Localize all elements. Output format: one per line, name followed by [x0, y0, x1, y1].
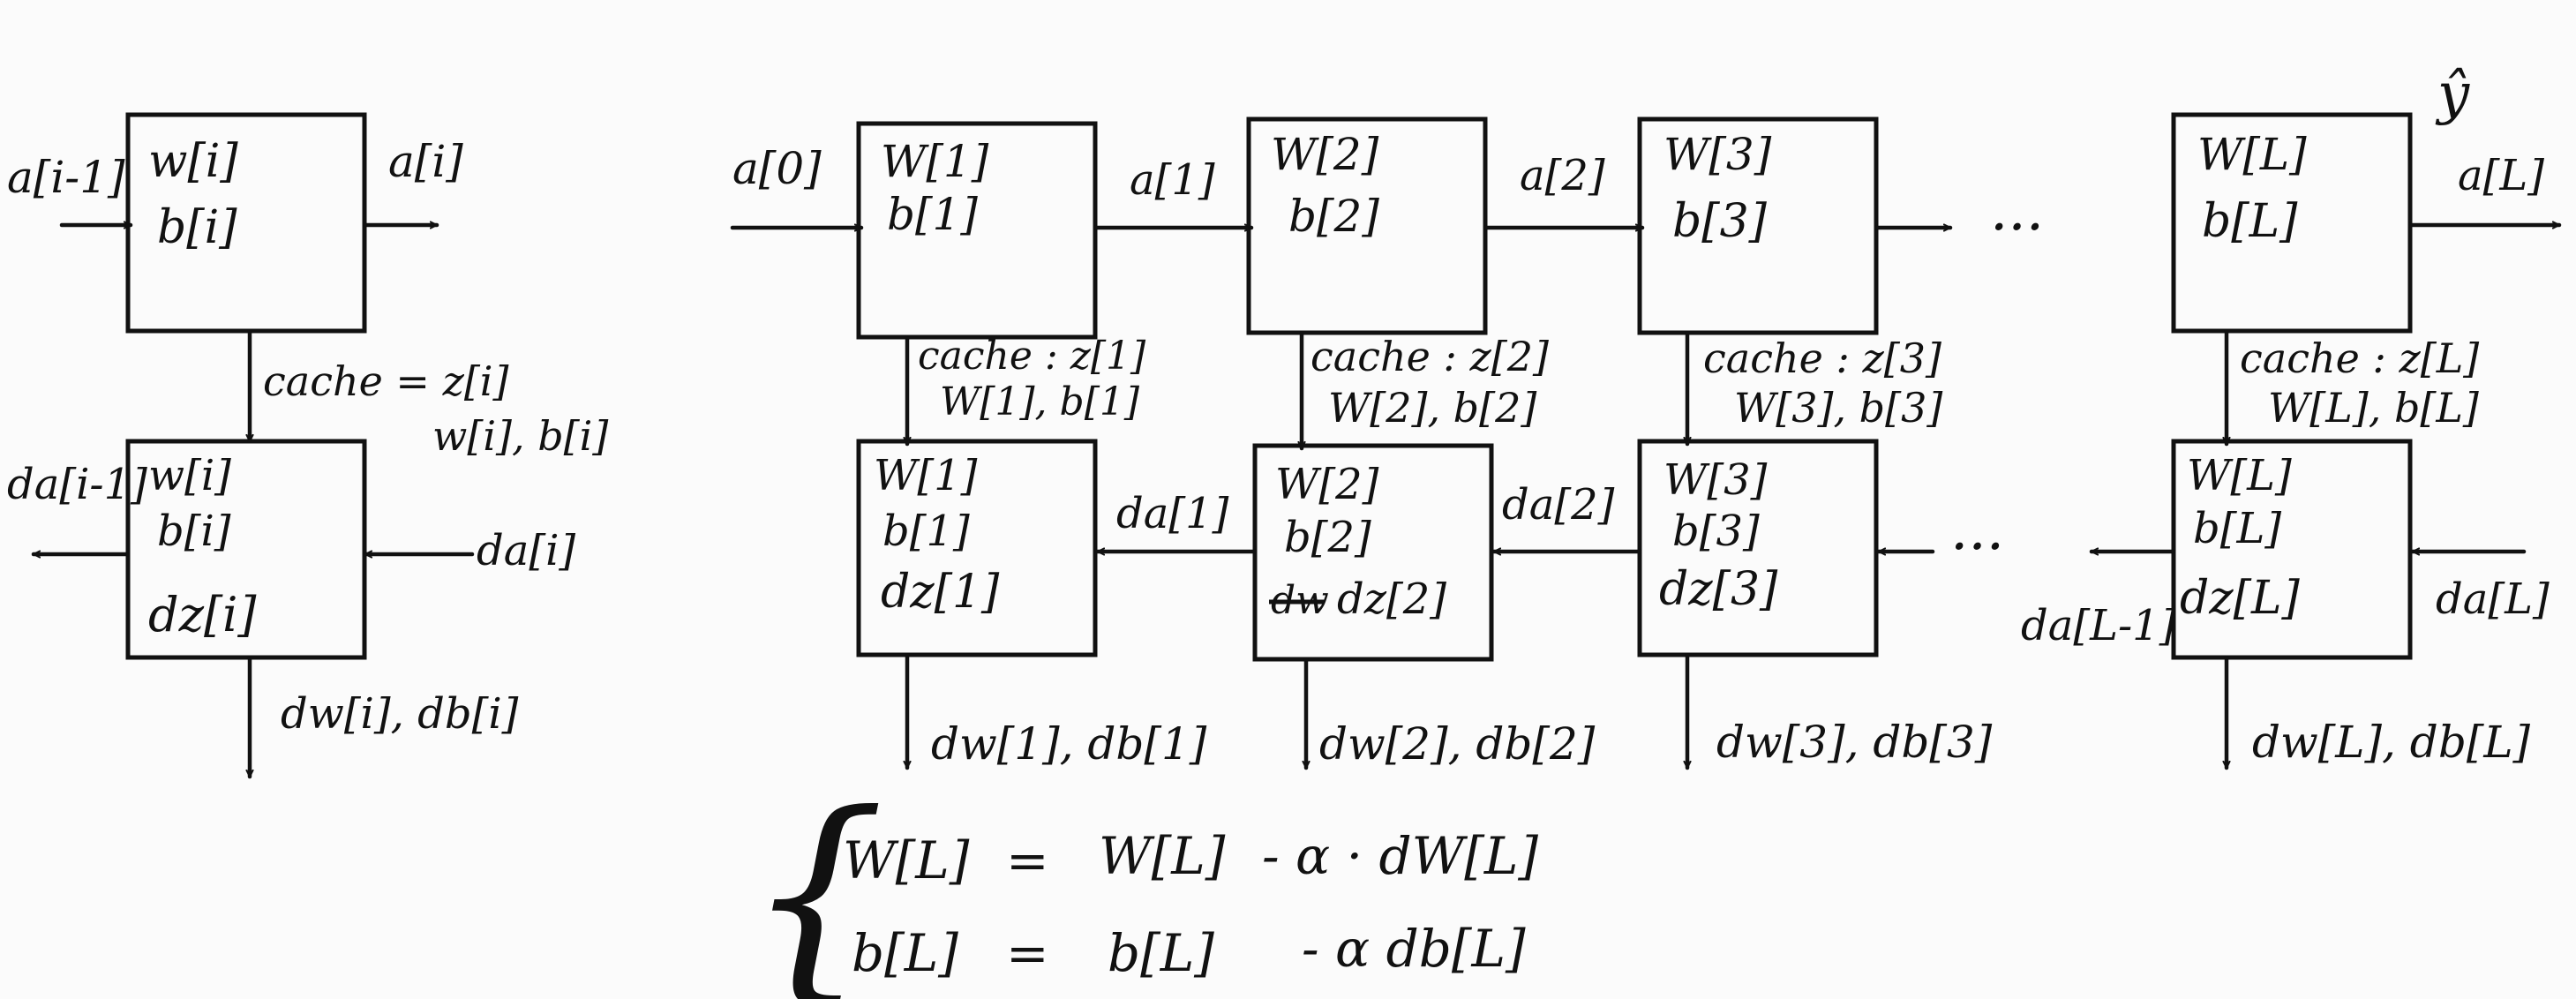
lL-back-b: b[L]: [2193, 504, 2281, 553]
rule2-rhs: b[L]: [1108, 923, 1214, 983]
l3-grads: dw[3], db[3]: [1716, 717, 1993, 768]
l3-back-b: b[3]: [1672, 507, 1760, 556]
l3-cache-2: W[3], b[3]: [1734, 384, 1942, 432]
l1-back-b: b[1]: [882, 507, 970, 556]
lL-da-out: da[L-1]: [2021, 601, 2176, 650]
single-da-out-label: da[i-1]: [7, 460, 147, 509]
lL-grads: dw[L], db[L]: [2252, 717, 2531, 768]
network: a[0] ŷ ... ... W[1] b[1] a[1] cache : z[…: [730, 62, 2562, 770]
l2-cache-2: W[2], b[2]: [1328, 384, 1536, 432]
rule1-rhs: W[L]: [1099, 826, 1226, 886]
l1-da-out: da[1]: [1116, 489, 1229, 538]
update-brace: {: [746, 766, 886, 999]
net-input-label: a[0]: [732, 143, 822, 194]
lL-cache-2: W[L], b[L]: [2268, 384, 2479, 432]
single-grads-label: dw[i], db[i]: [281, 689, 519, 739]
lL-da-in: da[L]: [2436, 575, 2550, 624]
single-back-w: w[i]: [148, 451, 231, 500]
l3-fwd-b: b[3]: [1672, 195, 1768, 248]
update-rules: { W[L] = W[L] - α · dW[L] b[L] = b[L] - …: [746, 766, 1538, 999]
rule1-eq: =: [1006, 830, 1049, 890]
lL-back-w: W[L]: [2187, 451, 2292, 500]
l1-cache-1: cache : z[1]: [918, 334, 1146, 379]
lL-cache-1: cache : z[L]: [2240, 334, 2479, 382]
forward-ellipsis: ...: [1990, 178, 2044, 244]
l2-back-b: b[2]: [1284, 513, 1371, 562]
single-cache-line1: cache = z[i]: [263, 357, 508, 405]
backward-ellipsis: ...: [1950, 498, 2004, 563]
l2-grads: dw[2], db[2]: [1319, 718, 1596, 770]
single-block: a[i-1] a[i] w[i] b[i] cache = z[i] w[i],…: [7, 112, 608, 779]
back-box-L: [2171, 439, 2413, 660]
single-input-label: a[i-1]: [7, 152, 125, 203]
rule2-eq: =: [1006, 923, 1049, 983]
rule1-lhs: W[L]: [843, 830, 970, 890]
y-hat-label: ŷ: [2435, 62, 2470, 127]
single-output-label: a[i]: [388, 136, 463, 187]
single-fwd-b: b[i]: [157, 201, 237, 254]
l1-a-out: a[1]: [1130, 155, 1215, 205]
l1-fwd-w: W[1]: [881, 136, 989, 187]
l2-back-dz: dz[2]: [1337, 575, 1446, 624]
l1-grads: dw[1], db[1]: [931, 718, 1207, 770]
l3-fwd-w: W[3]: [1664, 129, 1772, 180]
lL-fwd-w: W[L]: [2197, 129, 2307, 180]
l2-fwd-b: b[2]: [1288, 191, 1379, 242]
l3-cache-1: cache : z[3]: [1703, 334, 1941, 382]
lL-a-out: a[L]: [2458, 151, 2544, 200]
single-fwd-w: w[i]: [148, 135, 238, 188]
single-da-in-label: da[i]: [477, 526, 575, 575]
l2-da-out: da[2]: [1502, 480, 1615, 530]
lL-fwd-b: b[L]: [2202, 195, 2298, 248]
single-back-dz: dz[i]: [148, 587, 257, 642]
l3-back-w: W[3]: [1664, 455, 1768, 505]
l1-fwd-b: b[1]: [887, 189, 978, 240]
lL-back-dz: dz[L]: [2180, 572, 2301, 625]
single-cache-line2: w[i], b[i]: [432, 412, 608, 460]
rule2-op: - α db[L]: [1302, 919, 1526, 979]
l2-back-w: W[2]: [1275, 460, 1379, 509]
rule2-lhs: b[L]: [852, 923, 958, 983]
l1-cache-2: W[1], b[1]: [940, 379, 1140, 424]
single-back-b: b[i]: [157, 507, 231, 556]
l1-back-dz: dz[1]: [881, 566, 1000, 619]
back-box-1: [856, 439, 1098, 657]
l3-back-dz: dz[3]: [1659, 563, 1778, 616]
rule1-op: - α · dW[L]: [1262, 826, 1538, 886]
l2-cache-1: cache : z[2]: [1311, 333, 1549, 380]
l1-back-w: W[1]: [874, 451, 978, 500]
l2-a-out: a[2]: [1520, 151, 1605, 200]
back-box-3: [1637, 439, 1879, 657]
fwd-box-L: [2171, 112, 2413, 334]
l2-fwd-w: W[2]: [1271, 129, 1379, 180]
